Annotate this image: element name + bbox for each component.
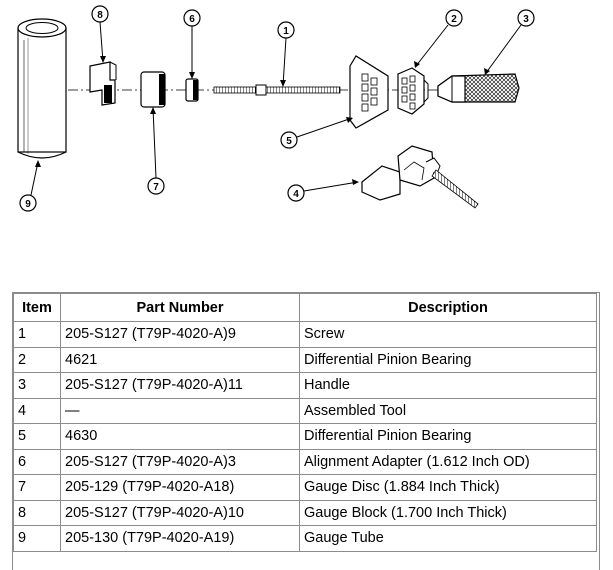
callout-5-label: 5 [286,136,292,147]
parts-table: Item Part Number Description 1 205-S127 … [13,293,597,552]
cell-item: 7 [13,474,61,501]
cell-description: Assembled Tool [299,397,597,424]
callout-2: 2 [414,9,463,68]
callout-7-label: 7 [153,182,159,193]
cell-part-number: 205-S127 (T79P-4020-A)11 [60,372,300,399]
cell-part-number: 4630 [60,423,300,450]
cell-description: Screw [299,321,597,348]
cell-item: 3 [13,372,61,399]
assembled-tool [361,145,479,209]
handle [437,73,520,103]
pinion-bearing-cone [349,55,389,129]
cell-item: 6 [13,448,61,475]
cell-item: 8 [13,499,61,526]
cell-part-number: 205-130 (T79P-4020-A19) [60,525,300,552]
table-row: 5 4630 Differential Pinion Bearing [13,423,597,450]
table-row: 7 205-129 (T79P-4020-A18) Gauge Disc (1.… [13,474,597,501]
table-row: 3 205-S127 (T79P-4020-A)11 Handle [13,372,597,399]
callout-3: 3 [484,9,535,75]
callout-8: 8 [91,5,109,63]
callout-7: 7 [147,107,165,195]
callout-6-label: 6 [189,14,195,25]
cell-item: 9 [13,525,61,552]
header-item: Item [13,293,61,322]
cell-description: Alignment Adapter (1.612 Inch OD) [299,448,597,475]
table-header-row: Item Part Number Description [13,293,597,322]
callout-3-label: 3 [523,14,529,25]
exploded-tool-diagram: 1 2 3 4 5 6 7 8 [0,0,613,280]
callout-9-label: 9 [25,199,31,210]
callout-9: 9 [19,160,41,212]
table-row: 6 205-S127 (T79P-4020-A)3 Alignment Adap… [13,448,597,475]
cell-part-number: 205-129 (T79P-4020-A18) [60,474,300,501]
cell-description: Differential Pinion Bearing [299,346,597,373]
callout-1-label: 1 [283,26,289,37]
cell-part-number: 205-S127 (T79P-4020-A)9 [60,321,300,348]
gauge-disc [140,71,166,108]
callout-5: 5 [280,117,353,149]
diagram-svg: 1 2 3 4 5 6 7 8 [17,5,535,212]
cell-item: 4 [13,397,61,424]
cell-description: Gauge Tube [299,525,597,552]
callout-4: 4 [287,179,359,202]
callout-6: 6 [183,9,201,79]
cell-description: Differential Pinion Bearing [299,423,597,450]
callout-4-label: 4 [293,189,299,200]
gauge-tube [17,18,67,159]
cell-part-number: 4621 [60,346,300,373]
cell-item: 5 [13,423,61,450]
table-row: 1 205-S127 (T79P-4020-A)9 Screw [13,321,597,348]
table-row: 9 205-130 (T79P-4020-A19) Gauge Tube [13,525,597,552]
table-row: 2 4621 Differential Pinion Bearing [13,346,597,373]
header-part-number: Part Number [60,293,300,322]
header-description: Description [299,293,597,322]
table-row: 4 — Assembled Tool [13,397,597,424]
callout-1: 1 [277,21,295,87]
cell-part-number: — [60,397,300,424]
alignment-adapter [185,78,199,102]
cell-description: Gauge Disc (1.884 Inch Thick) [299,474,597,501]
screw [213,84,341,96]
pinion-bearing [397,67,429,115]
table-row: 8 205-S127 (T79P-4020-A)10 Gauge Block (… [13,499,597,526]
cell-item: 2 [13,346,61,373]
callout-2-label: 2 [451,14,457,25]
cell-description: Handle [299,372,597,399]
cell-part-number: 205-S127 (T79P-4020-A)3 [60,448,300,475]
gauge-block [89,61,117,106]
callout-8-label: 8 [97,10,103,21]
cell-description: Gauge Block (1.700 Inch Thick) [299,499,597,526]
cell-item: 1 [13,321,61,348]
cell-part-number: 205-S127 (T79P-4020-A)10 [60,499,300,526]
